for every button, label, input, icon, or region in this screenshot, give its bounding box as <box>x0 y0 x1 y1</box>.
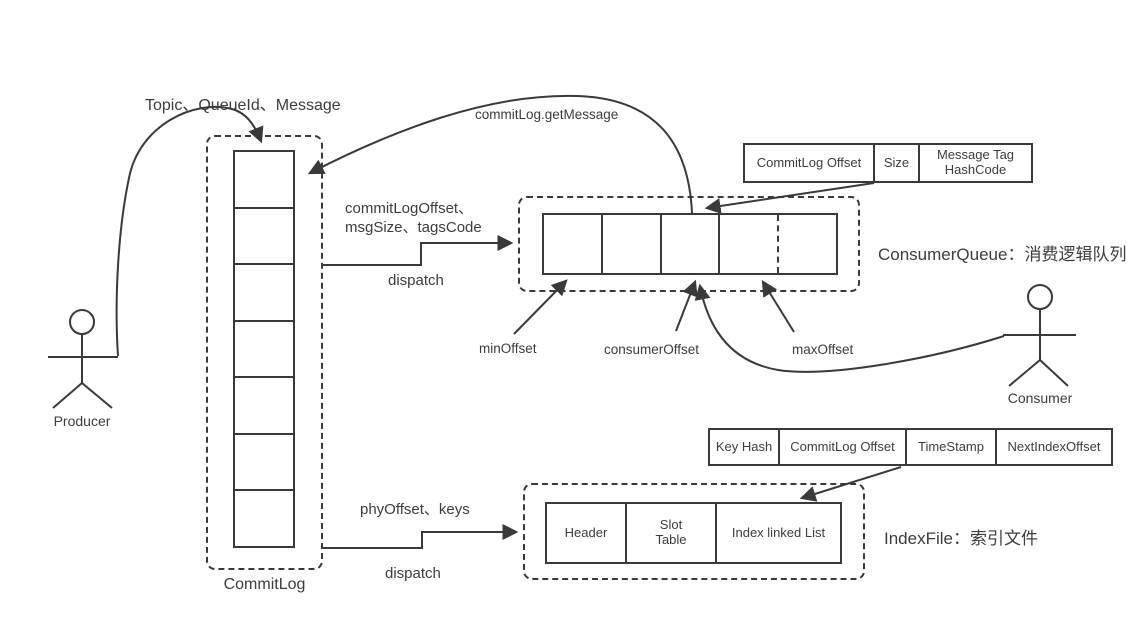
index-file-section-header: Header <box>547 504 627 562</box>
consumer-label: Consumer <box>1007 390 1073 406</box>
commitlog-cell <box>235 152 293 207</box>
dispatch-cq-verb-label: dispatch <box>388 272 444 289</box>
dispatch-cq-args-line2: msgSize、tagsCode <box>345 219 482 236</box>
min-offset-label: minOffset <box>479 341 537 356</box>
commitlog-cell <box>235 489 293 546</box>
commitlog-label: CommitLog <box>223 576 306 593</box>
dispatch-cq-args-label: commitLogOffset、 msgSize、tagsCode <box>345 199 482 237</box>
producer-head <box>69 309 95 335</box>
index-unit-col-timestamp: TimeStamp <box>907 430 997 464</box>
commitlog-cell <box>235 263 293 320</box>
consumer-figure <box>1003 284 1076 387</box>
producer-label: Producer <box>53 413 111 429</box>
consumer-head <box>1027 284 1053 310</box>
dispatch-index-arrow <box>323 524 519 549</box>
cq-unit-table: CommitLog Offset Size Message Tag HashCo… <box>743 143 1033 183</box>
dispatch-cq-arrow <box>323 235 514 266</box>
cq-unit-col-size: Size <box>875 145 920 181</box>
index-file-section-slot-table: Slot Table <box>627 504 717 562</box>
commitlog-cell <box>235 432 293 490</box>
consumer-queue-caption: ConsumerQueue：消费逻辑队列 <box>878 245 1127 264</box>
consumer-queue-cell <box>603 215 662 273</box>
produce-flow-label: Topic、QueueId、Message <box>145 97 341 114</box>
consumer-queue-cell <box>544 215 603 273</box>
dispatch-index-args-label: phyOffset、keys <box>360 501 470 518</box>
dispatch-cq-args-line1: commitLogOffset、 <box>345 200 474 217</box>
index-file-dashed-container <box>523 483 865 580</box>
index-unit-col-next-index-offset: NextIndexOffset <box>1007 438 1101 454</box>
cq-unit-col-commitlog-offset: CommitLog Offset <box>745 145 875 181</box>
producer-figure <box>48 309 118 409</box>
index-file-caption: IndexFile：索引文件 <box>884 529 1038 548</box>
cq-unit-col-message-tag-hashcode: Message Tag HashCode <box>936 147 1015 177</box>
consumer-queue-row <box>542 213 838 275</box>
consumer-queue-cell <box>720 215 780 273</box>
get-message-flow-label: commitLog.getMessage <box>475 107 619 122</box>
consumer-queue-cell <box>779 215 836 273</box>
index-file-row: Header Slot Table Index linked List <box>545 502 842 564</box>
consume-fetch-arrow <box>694 283 1005 373</box>
index-unit-col-key-hash: Key Hash <box>710 430 780 464</box>
dispatch-index-verb-label: dispatch <box>385 565 441 582</box>
index-unit-col-commitlog-offset: CommitLog Offset <box>780 430 907 464</box>
commitlog-cell <box>235 376 293 433</box>
index-file-section-index-linked-list: Index linked List <box>731 524 826 540</box>
max-offset-label: maxOffset <box>792 342 854 357</box>
commitlog-cell <box>235 319 293 377</box>
index-unit-table: Key Hash CommitLog Offset TimeStamp Next… <box>708 428 1113 466</box>
consumer-queue-cell <box>662 215 721 273</box>
consumer-offset-label: consumerOffset <box>604 342 700 357</box>
commitlog-cell <box>235 206 293 264</box>
commitlog-column <box>233 150 295 548</box>
